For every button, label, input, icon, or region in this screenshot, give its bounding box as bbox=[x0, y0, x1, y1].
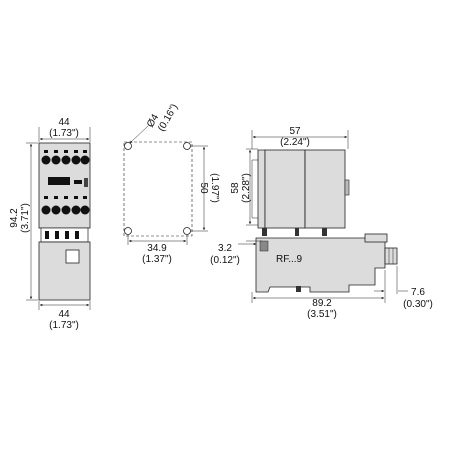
side-total-width-mm: 89.2 bbox=[312, 298, 332, 309]
side-upper-height-in: (2.28") bbox=[241, 173, 252, 203]
hole-vertical-in: (1.97") bbox=[209, 173, 220, 203]
side-total-width-in: (3.51") bbox=[307, 309, 337, 320]
side-upper-height-mm: 58 bbox=[230, 182, 241, 194]
side-view: 57 (2.24") 58 (2.28") bbox=[210, 126, 433, 320]
front-bottom-width-in: (1.73") bbox=[49, 320, 79, 331]
relay-dial bbox=[65, 249, 80, 264]
offset-in: (0.12") bbox=[210, 255, 240, 266]
label-window bbox=[48, 177, 70, 185]
front-view: 44 (1.73") bbox=[9, 117, 91, 331]
relay-pin bbox=[384, 247, 398, 265]
pin-in: (0.30") bbox=[403, 299, 433, 310]
relay-label: RF...9 bbox=[276, 254, 303, 265]
mounting-hole-top-right bbox=[183, 142, 191, 150]
side-top-width-in: (2.24") bbox=[280, 137, 310, 148]
hole-horizontal-mm: 34.9 bbox=[147, 243, 167, 254]
mounting-hole-bottom-left bbox=[124, 227, 132, 235]
connector-pins bbox=[262, 228, 327, 236]
mounting-hole-top-left bbox=[124, 142, 132, 150]
hole-diameter-leader bbox=[129, 125, 149, 144]
side-top-width-mm: 57 bbox=[289, 126, 301, 137]
offset-mm: 3.2 bbox=[218, 243, 232, 254]
hole-vertical-mm: 50 bbox=[198, 182, 209, 194]
pin-mm: 7.6 bbox=[411, 287, 425, 298]
relay-lower-body bbox=[38, 241, 91, 301]
front-height-in: (3.71") bbox=[20, 203, 31, 233]
front-top-width-mm: 44 bbox=[58, 117, 70, 128]
top-terminal-row bbox=[41, 150, 90, 165]
front-top-width-in: (1.73") bbox=[49, 128, 79, 139]
bottom-terminal-row bbox=[41, 196, 90, 215]
hole-horizontal-in: (1.37") bbox=[142, 254, 172, 265]
mounting-hole-bottom-right bbox=[183, 227, 191, 235]
front-bottom-width-mm: 44 bbox=[58, 309, 70, 320]
mounting-outline bbox=[123, 141, 193, 237]
contactor-side-body bbox=[251, 149, 350, 229]
relay-side-body bbox=[255, 233, 398, 293]
mounting-view: Ø4 (0.16") 50 (1.97") 34.9 (1.37") bbox=[123, 102, 220, 265]
front-height-mm: 94.2 bbox=[9, 208, 20, 228]
